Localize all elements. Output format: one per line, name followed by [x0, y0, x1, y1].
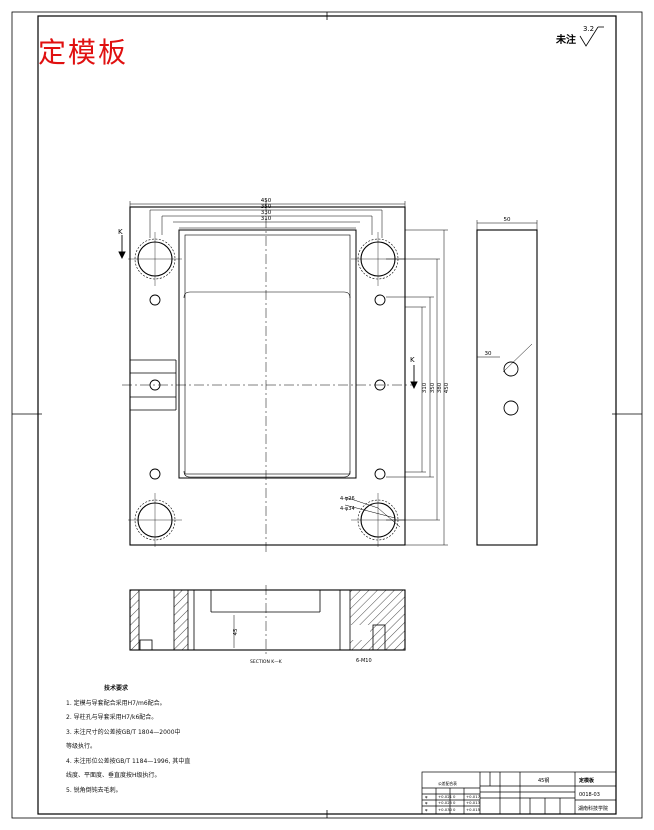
tb-drawing-no: 0018-03: [579, 792, 600, 798]
tol-r0-c1: +0.021: [438, 794, 453, 799]
side-outline: [476, 229, 538, 546]
pocket-relief: [183, 291, 351, 478]
dim-side-hole: 30: [485, 351, 492, 357]
notes-title: 技术要求: [104, 685, 129, 692]
callout-text: 4-φ26 4-φ34 6-M10 SECTION K—K K K: [118, 228, 415, 665]
tol-r2-c0: φ: [425, 807, 428, 812]
tolerance-table-text: 公差配合表 φ +0.021 0 +0.017 φ +0.025 0 +0.01…: [425, 781, 481, 812]
tol-r1-c2: 0: [453, 800, 456, 805]
tol-r2-c2: 0: [453, 807, 456, 812]
tol-r1-c0: φ: [425, 800, 428, 805]
hole-callout-leaders: [344, 496, 401, 528]
hole-callout-1: 4-φ26: [340, 496, 355, 502]
centering-marks: [12, 12, 642, 818]
section-arrows: [118, 235, 418, 390]
plate-outline: [129, 206, 406, 546]
hatch-left: [130, 590, 139, 650]
section-marker-right: K: [410, 356, 415, 364]
roughness-label: 未注: [556, 35, 576, 46]
top-dimension-lines: [129, 201, 406, 238]
front-view: [118, 200, 448, 552]
title-block-text: 45钢 定模板 0018-03 湖南科技学院: [538, 777, 608, 812]
thread-callout: 6-M10: [356, 658, 372, 664]
note-item: 等级执行。: [66, 743, 97, 750]
note-item: 2. 导柱孔与导套采用H7/k6配合。: [66, 714, 158, 721]
tb-school: 湖南科技学院: [578, 805, 608, 812]
note-item: 线度、平面度、垂直度按H级执行。: [66, 772, 161, 779]
tol-r1-c1: +0.025: [438, 800, 453, 805]
pocket-outer: [178, 229, 357, 479]
section-title: SECTION K—K: [250, 659, 283, 665]
hole-callout-2: 4-φ34: [340, 506, 355, 512]
title-block: [421, 771, 617, 815]
tol-r0-c0: φ: [425, 794, 428, 799]
tolerance-header: 公差配合表: [438, 781, 457, 786]
dimension-text: 450 350 330 310 50 30 450 380 350 310 45: [233, 198, 511, 636]
dim-height-2: 380: [437, 382, 443, 393]
right-dimension-lines: [386, 229, 448, 546]
note-item: 1. 定模与导套配合采用H7/m6配合。: [66, 699, 166, 707]
tol-r2-c3: +0.015: [466, 807, 481, 812]
roughness-symbol: [579, 26, 604, 47]
tb-material: 45钢: [538, 777, 549, 784]
side-hole-upper: [503, 361, 519, 377]
dim-side-thickness: 50: [504, 217, 511, 223]
dim-height-1: 450: [444, 382, 450, 393]
section-marker-left: K: [118, 228, 123, 236]
side-hole-lower: [503, 400, 519, 416]
tb-part-name: 定模板: [578, 777, 595, 784]
drawing-title: 定模板: [38, 36, 129, 69]
note-item: 4. 未注形位公差按GB/T 1184—1996, 其中直: [66, 757, 191, 765]
hole-center-marks: [128, 232, 405, 547]
tol-r2-c1: +0.030: [438, 807, 453, 812]
note-item: 5. 锐角倒钝去毛刺。: [66, 786, 122, 794]
side-slot: [130, 359, 177, 411]
tol-r0-c3: +0.017: [466, 794, 481, 799]
dim-inner-width-3: 310: [261, 216, 272, 222]
note-item: 3. 未注尺寸的公差按GB/T 1804—2000中: [66, 728, 181, 736]
section-view: [129, 585, 406, 655]
hatch-left-2: [174, 590, 188, 650]
dim-inner-width-1: 350: [261, 204, 272, 210]
tol-r0-c2: 0: [453, 794, 456, 799]
technical-notes: 技术要求 1. 定模与导套配合采用H7/m6配合。 2. 导柱孔与导套采用H7/…: [66, 682, 286, 798]
roughness-value: 3.2: [583, 25, 595, 33]
dim-section-depth: 45: [233, 628, 239, 635]
tol-r1-c3: +0.013: [466, 800, 481, 805]
dim-height-3: 350: [430, 382, 436, 393]
hatch-right: [350, 590, 405, 650]
dim-overall-width: 450: [261, 198, 272, 204]
screw-holes: [149, 294, 386, 480]
dim-height-4: 310: [422, 382, 428, 393]
side-view: [476, 220, 538, 546]
dim-inner-width-2: 330: [261, 210, 272, 216]
pocket-inner: [184, 234, 351, 475]
